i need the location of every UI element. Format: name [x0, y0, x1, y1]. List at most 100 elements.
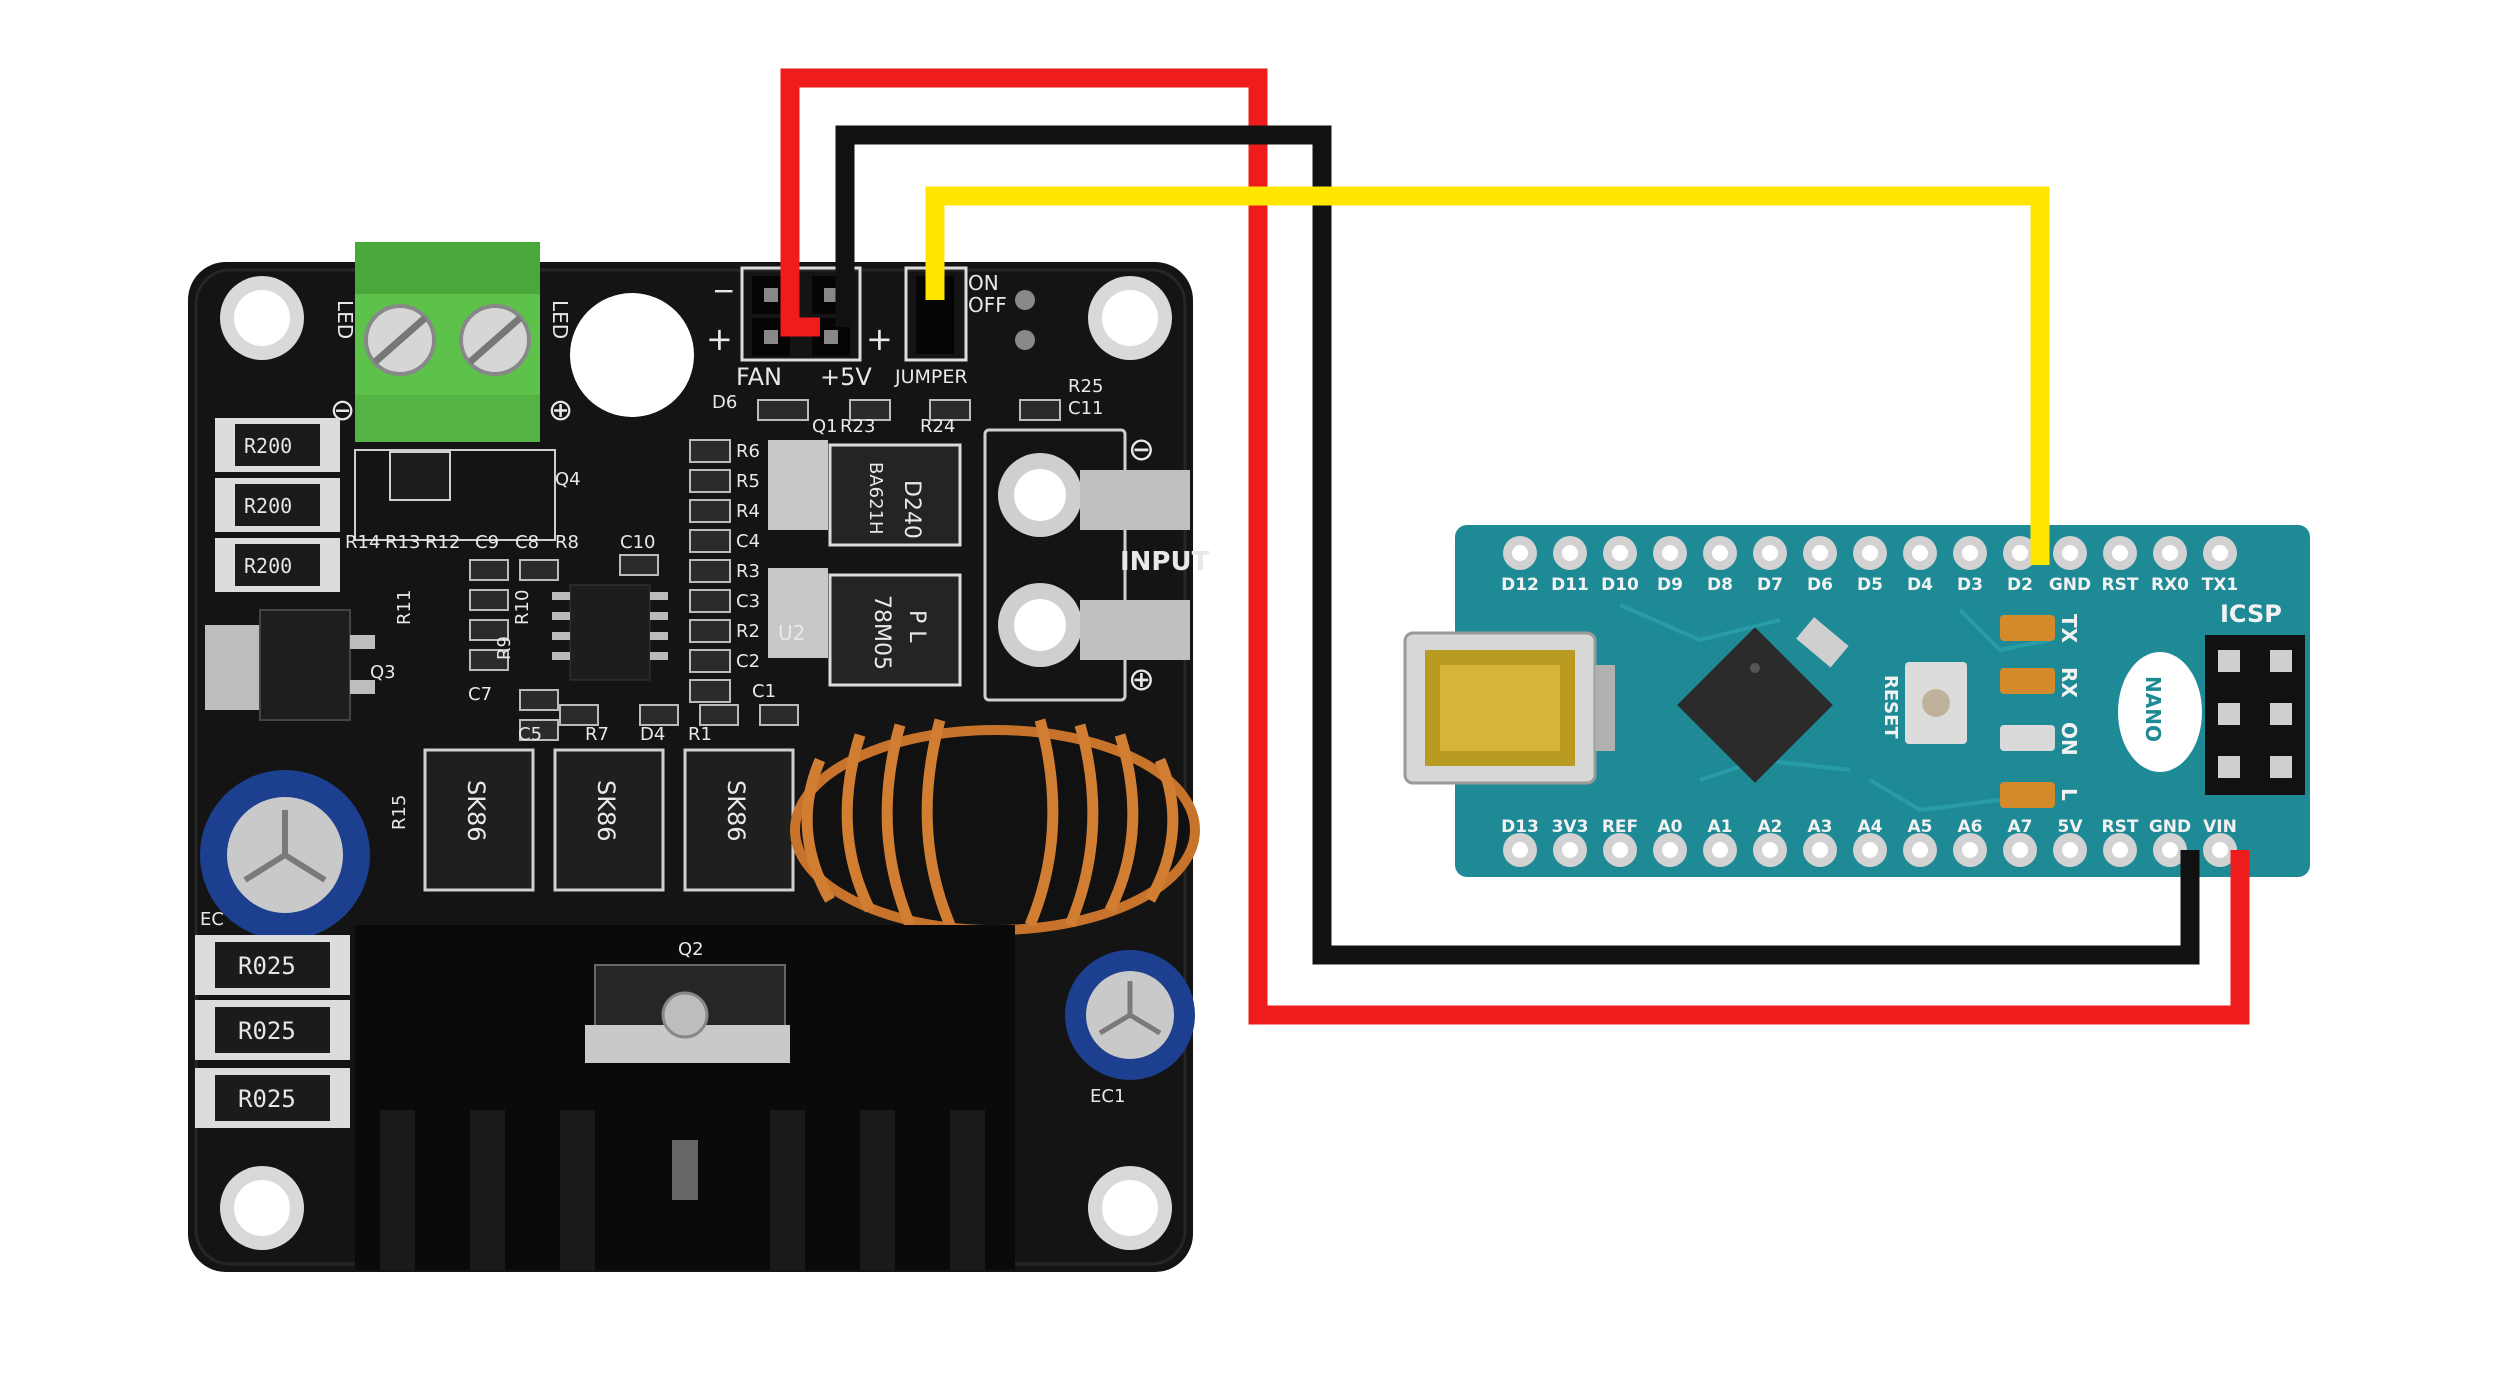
designator-r25: R25 — [1068, 376, 1103, 397]
nano-pin-5v[interactable]: 5V — [2053, 817, 2087, 867]
led-label-on: ON — [2057, 722, 2081, 756]
designator-q2: Q2 — [678, 939, 704, 960]
designator-r9: R9 — [494, 636, 515, 660]
icsp-header — [2205, 635, 2305, 795]
nano-pin-d11[interactable]: D11 — [1551, 536, 1589, 595]
svg-text:BA621H: BA621H — [865, 462, 886, 535]
nano-pin-label: D12 — [1501, 575, 1539, 595]
led-label-rx: RX — [2057, 667, 2081, 698]
nano-pin-d13[interactable]: D13 — [1501, 817, 1539, 867]
nano-pin-rx0[interactable]: RX0 — [2151, 536, 2189, 595]
designator-r3: R3 — [736, 561, 760, 582]
designator-c11: C11 — [1068, 398, 1103, 419]
nano-pin-label: D6 — [1807, 575, 1833, 595]
diode-sk86-1: SK86 — [423, 748, 535, 892]
electrolytic-capacitor-ec1 — [1065, 950, 1195, 1080]
terminal-plus-label: ⊕ — [548, 393, 573, 428]
resistor-r200-middle: R200 — [215, 478, 340, 532]
nano-pin-a4[interactable]: A4 — [1853, 817, 1887, 867]
nano-pin-label: RST — [2102, 817, 2139, 837]
u2-label: U2 — [778, 621, 805, 645]
designator-c10: C10 — [620, 532, 655, 553]
designator-c7: C7 — [468, 684, 492, 705]
designator-c1: C1 — [752, 681, 776, 702]
atmega-chip — [1677, 627, 1833, 783]
nano-pin-a1[interactable]: A1 — [1703, 817, 1737, 867]
designator-r12: R12 — [425, 532, 460, 553]
nano-pin-d6[interactable]: D6 — [1803, 536, 1837, 595]
led-driver-board: LED LED ⊖ ⊕ − + + FAN +5V ON OFF JUMPER … — [188, 242, 1210, 1272]
nano-pin-d2[interactable]: D2 — [2003, 536, 2037, 595]
mounting-hole — [220, 276, 304, 360]
nano-pin-a6[interactable]: A6 — [1953, 817, 1987, 867]
input-plus-label: ⊕ — [1128, 660, 1155, 698]
nano-pin-vin[interactable]: VIN — [2203, 817, 2237, 867]
nano-pin-d10[interactable]: D10 — [1601, 536, 1639, 595]
nano-pin-a5[interactable]: A5 — [1903, 817, 1937, 867]
nano-pin-tx1[interactable]: TX1 — [2202, 536, 2239, 595]
nano-pin-ref[interactable]: REF — [1602, 817, 1638, 867]
designator-c2: C2 — [736, 651, 760, 672]
nano-pin-d7[interactable]: D7 — [1753, 536, 1787, 595]
diode-sk86-2: SK86 — [553, 748, 665, 892]
designator-d4: D4 — [640, 724, 665, 745]
nano-pin-d4[interactable]: D4 — [1903, 536, 1937, 595]
nano-pin-label: D2 — [2007, 575, 2033, 595]
nano-pin-d12[interactable]: D12 — [1501, 536, 1539, 595]
nano-pin-rst[interactable]: RST — [2102, 817, 2139, 867]
designator-q4: Q4 — [555, 469, 581, 490]
designator-c9: C9 — [475, 532, 499, 553]
reset-label: RESET — [1880, 675, 1901, 739]
terminal-label-led-left: LED — [333, 300, 357, 339]
designator-q3: Q3 — [370, 662, 396, 683]
nano-pin-label: D4 — [1907, 575, 1933, 595]
nano-pin-label: A1 — [1708, 817, 1733, 837]
designator-r10: R10 — [512, 590, 533, 625]
wire-yellow — [925, 186, 2050, 565]
q2-mosfet — [585, 964, 790, 1200]
nano-pin-label: TX1 — [2202, 575, 2239, 595]
designator-r4: R4 — [736, 501, 760, 522]
designator-r8: R8 — [555, 532, 579, 553]
designator-r13: R13 — [385, 532, 420, 553]
nano-pin-label: GND — [2149, 817, 2191, 837]
mini-usb-connector[interactable] — [1403, 631, 1615, 785]
nano-pin-a3[interactable]: A3 — [1803, 817, 1837, 867]
5v-label: +5V — [820, 363, 872, 391]
designator-c5: C5 — [518, 724, 542, 745]
nano-pin-d8[interactable]: D8 — [1703, 536, 1737, 595]
nano-pin-d9[interactable]: D9 — [1653, 536, 1687, 595]
nano-pin-a2[interactable]: A2 — [1753, 817, 1787, 867]
designator-ec: EC — [200, 909, 224, 930]
nano-pin-label: D3 — [1957, 575, 1983, 595]
nano-pin-a0[interactable]: A0 — [1653, 817, 1687, 867]
nano-pin-rst[interactable]: RST — [2102, 536, 2139, 595]
nano-pin-label: REF — [1602, 817, 1638, 837]
nano-pin-d5[interactable]: D5 — [1853, 536, 1887, 595]
nano-pin-d3[interactable]: D3 — [1953, 536, 1987, 595]
jumper-label: JUMPER — [894, 366, 968, 388]
nano-pin-label: D9 — [1657, 575, 1683, 595]
nano-pin-label: D10 — [1601, 575, 1639, 595]
designator-d6: D6 — [712, 392, 737, 413]
off-label: OFF — [968, 293, 1007, 317]
header-minus-label: − — [712, 274, 735, 307]
reset-button[interactable] — [1905, 662, 1967, 744]
nano-pin-label: A0 — [1658, 817, 1683, 837]
header-plus-left-label: + — [706, 320, 733, 358]
nano-pin-label: GND — [2049, 575, 2091, 595]
input-power-pads — [983, 428, 1190, 702]
nano-pin-gnd[interactable]: GND — [2149, 817, 2191, 867]
designator-r2: R2 — [736, 621, 760, 642]
nano-pin-a7[interactable]: A7 — [2003, 817, 2037, 867]
designator-r11: R11 — [394, 590, 415, 625]
wire-black — [835, 125, 2200, 965]
nano-pin-label: A2 — [1758, 817, 1783, 837]
nano-pin-gnd[interactable]: GND — [2049, 536, 2091, 595]
crystal — [1796, 617, 1849, 668]
wire-red — [780, 68, 2250, 1025]
designator-r23: R23 — [840, 416, 875, 437]
led-label-l: L — [2057, 788, 2081, 801]
nano-pin-3v3[interactable]: 3V3 — [1552, 817, 1589, 867]
